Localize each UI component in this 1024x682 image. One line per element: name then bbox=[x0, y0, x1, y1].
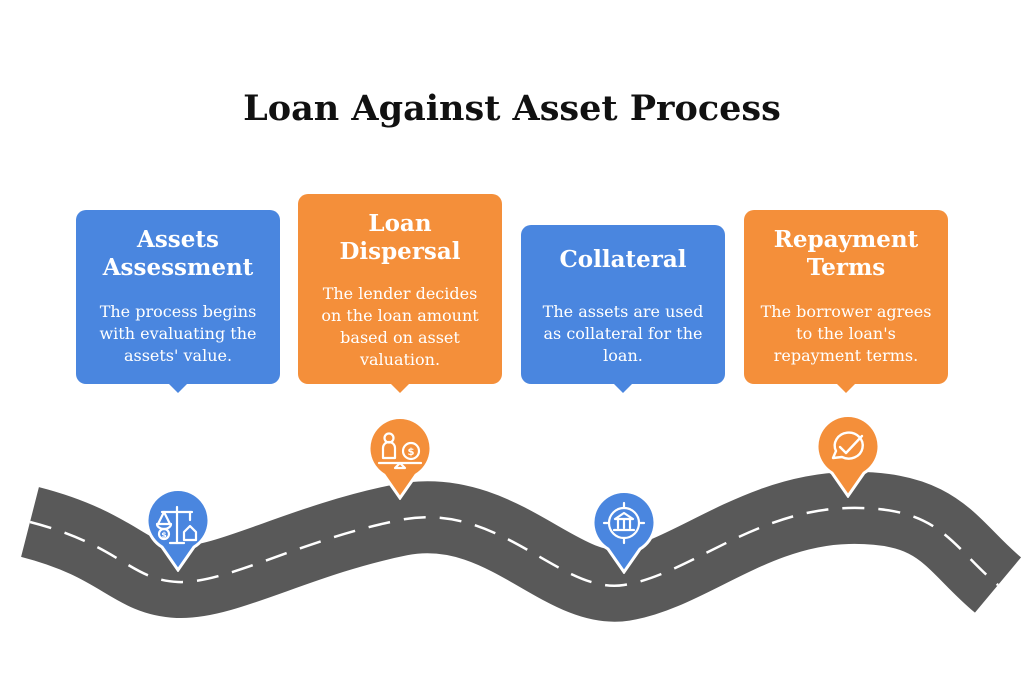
step-card-collateral: Collateral The assets are used as collat… bbox=[521, 225, 725, 384]
step-card-repayment-terms: Repayment Terms The borrower agrees to t… bbox=[744, 210, 948, 384]
svg-text:$: $ bbox=[408, 447, 415, 458]
check-speech-bubble-icon bbox=[816, 416, 880, 498]
step-description: The lender decides on the loan amount ba… bbox=[308, 283, 492, 371]
step-description: The borrower agrees to the loan's repaym… bbox=[754, 301, 938, 367]
step-title: Repayment Terms bbox=[750, 226, 942, 282]
step-card-loan-dispersal: Loan Dispersal The lender decides on the… bbox=[298, 194, 502, 384]
step-card-assets-assessment: Assets Assessment The process begins wit… bbox=[76, 210, 280, 384]
step-title: Collateral bbox=[527, 246, 719, 274]
balance-scale-house-icon: $ bbox=[146, 490, 210, 572]
person-scale-money-icon: $ bbox=[368, 418, 432, 500]
step-description: The process begins with evaluating the a… bbox=[86, 301, 270, 367]
bank-target-icon bbox=[592, 492, 656, 574]
step-title: Loan Dispersal bbox=[304, 210, 496, 266]
svg-text:$: $ bbox=[161, 531, 167, 540]
step-title: Assets Assessment bbox=[82, 226, 274, 282]
step-description: The assets are used as collateral for th… bbox=[531, 301, 715, 367]
